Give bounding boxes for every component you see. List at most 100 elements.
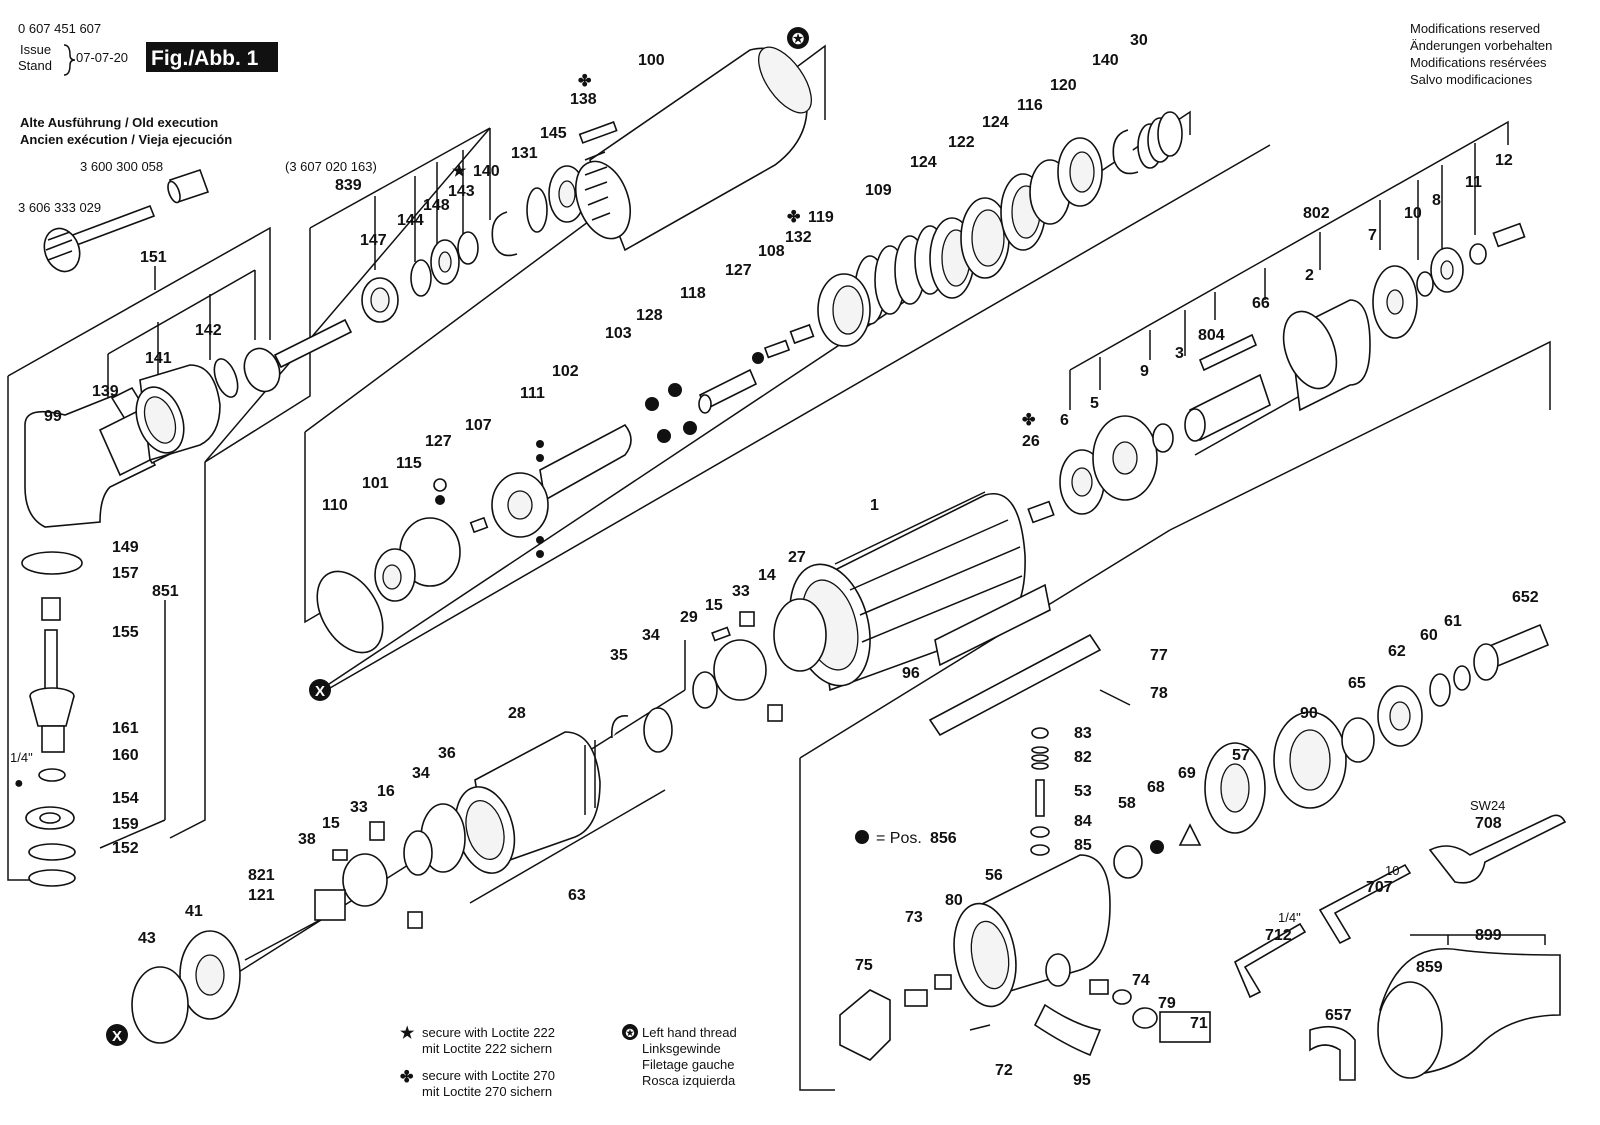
old-ref: (3 607 020 163) (285, 159, 377, 174)
callout-8: 8 (1432, 192, 1441, 209)
quarter-inch-label: 1/4" (10, 750, 33, 765)
part-63-rod (469, 789, 666, 904)
callout-160: 160 (112, 747, 139, 764)
part-79-o-ring (1112, 989, 1132, 1005)
callout-110: 110 (322, 497, 348, 514)
callout-109: 109 (865, 182, 892, 199)
callout-140b: 140 (1092, 52, 1119, 69)
callout-62: 62 (1388, 643, 1406, 660)
callout-102: 102 (552, 363, 579, 380)
part-38-carrier (314, 853, 388, 921)
legend-clover-de: mit Loctite 270 sichern (422, 1084, 552, 1099)
stand-label: Stand (18, 58, 52, 73)
legend-star-en: secure with Loctite 222 (422, 1025, 555, 1040)
callout-140a: 140 (473, 163, 500, 180)
part-804-vane (1198, 333, 1258, 372)
part-85-washer (1030, 844, 1050, 856)
callout-145: 145 (540, 125, 567, 142)
callout-15b: 15 (322, 815, 340, 832)
part-80-screw (934, 974, 952, 990)
callout-78: 78 (1150, 685, 1168, 702)
callout-35: 35 (610, 647, 628, 664)
svg-text:X: X (112, 1028, 122, 1045)
legend-lh-es: Rosca izquierda (642, 1073, 736, 1088)
callout-127b: 127 (425, 433, 452, 450)
part-72-pin (969, 1024, 991, 1031)
part-34b-washer (643, 707, 673, 753)
part-119-ring (817, 273, 871, 347)
old-sleeve-part (167, 168, 210, 204)
callout-103: 103 (605, 325, 632, 342)
part-140b-circlip (1112, 129, 1139, 175)
callout-152: 152 (112, 840, 139, 857)
part-43-ring (131, 966, 189, 1044)
callout-899: 899 (1475, 927, 1502, 944)
callout-79: 79 (1158, 995, 1176, 1012)
callout-116: 116 (1017, 97, 1043, 114)
callout-74: 74 (1132, 972, 1150, 989)
svg-text:✪: ✪ (792, 30, 805, 48)
callout-34b: 34 (642, 627, 660, 644)
part-16-gear (369, 821, 385, 841)
figure-label-box (146, 42, 278, 72)
modifications-es: Salvo modificaciones (1410, 72, 1533, 87)
callout-26: 26 (1022, 433, 1040, 450)
callout-147: 147 (360, 232, 387, 249)
callout-57: 57 (1232, 747, 1250, 764)
callout-111: 111 (520, 385, 545, 402)
callout-9: 9 (1140, 363, 1149, 380)
callout-75: 75 (855, 957, 873, 974)
callout-144: 144 (397, 212, 424, 229)
legend-star-de: mit Loctite 222 sichern (422, 1041, 552, 1056)
callout-804: 804 (1198, 327, 1225, 344)
callout-2: 2 (1305, 267, 1314, 284)
part-28-ring-gear (454, 731, 601, 874)
callout-128: 128 (636, 307, 663, 324)
part-65-washer (1341, 717, 1375, 763)
part-15-pin (332, 849, 348, 861)
callout-142: 142 (195, 322, 222, 339)
callout-127a: 127 (725, 262, 752, 279)
svg-text:X: X (315, 683, 325, 700)
callout-58: 58 (1118, 795, 1136, 812)
part-127-ball (752, 352, 764, 364)
part-35-circlip (611, 715, 629, 739)
callout-708: 708 (1475, 815, 1502, 832)
old-execution-block: Alte Ausführung / Old execution Ancien e… (18, 115, 377, 273)
callout-63: 63 (568, 887, 586, 904)
callout-27: 27 (788, 549, 806, 566)
callout-100: 100 (638, 52, 665, 69)
callout-12: 12 (1495, 152, 1513, 169)
callout-65: 65 (1348, 675, 1366, 692)
modifications-en: Modifications reserved (1410, 21, 1540, 36)
part-30-spring (1137, 111, 1183, 169)
pos-856-dot-left: ● (14, 775, 24, 792)
callout-124a: 124 (982, 114, 1009, 131)
part-148-bearing (430, 239, 460, 285)
part-157-bushing (41, 597, 61, 621)
part-84-washer (1030, 826, 1050, 838)
part-56-housing (953, 854, 1111, 1008)
part-41-bearing (179, 930, 241, 1020)
part-144-washer (410, 259, 432, 297)
part-147-cage (361, 277, 399, 323)
callout-132: 132 (785, 229, 812, 246)
callout-72: 72 (995, 1062, 1013, 1079)
legend-lh-de: Linksgewinde (642, 1041, 721, 1056)
part-11-washer (1469, 243, 1487, 265)
part-100-housing (575, 46, 812, 252)
part-128-balls (645, 383, 697, 443)
callout-16: 16 (377, 783, 395, 800)
modifications-notice: Modifications reserved Änderungen vorbeh… (1410, 21, 1552, 87)
legend-lh-en: Left hand thread (642, 1025, 737, 1040)
callout-149: 149 (112, 539, 139, 556)
callout-859: 859 (1416, 959, 1443, 976)
callout-28: 28 (508, 705, 526, 722)
header: 0 607 451 607 Issue Stand 07-07-20 Fig./… (18, 21, 278, 76)
callout-6: 6 (1060, 412, 1069, 429)
callout-95: 95 (1073, 1072, 1091, 1089)
part-75-knob (839, 989, 891, 1061)
tool-707-hex-key (1318, 863, 1412, 945)
issue-brace (63, 44, 76, 76)
